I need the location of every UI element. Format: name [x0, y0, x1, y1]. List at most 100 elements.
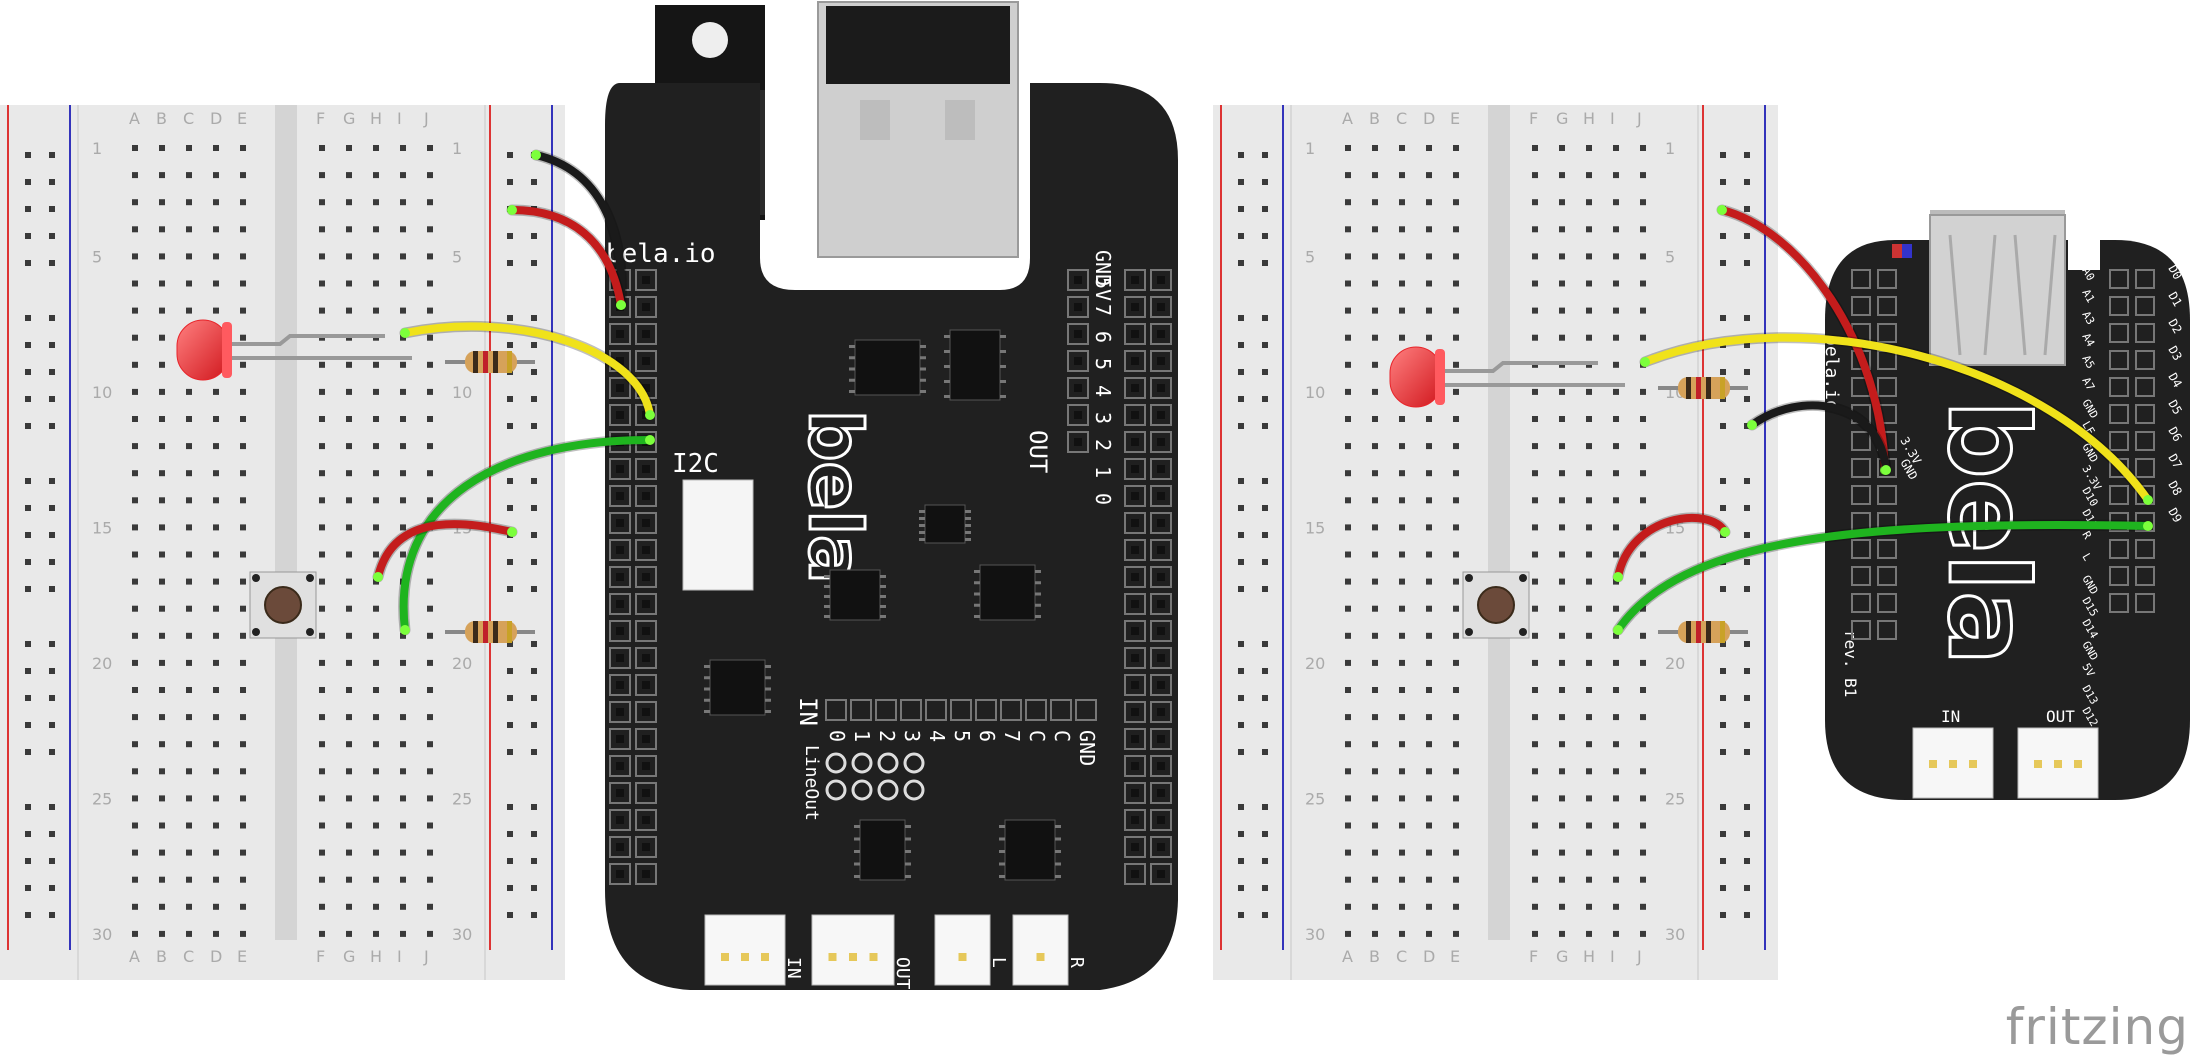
- header-pin: [1124, 431, 1146, 453]
- column-label: F: [1529, 109, 1538, 128]
- header-pin: [2135, 296, 2155, 316]
- column-label: I: [1610, 109, 1615, 128]
- audio-connector-label: OUT: [892, 957, 913, 990]
- row-label: 25: [1305, 789, 1325, 808]
- header-pin: [2135, 350, 2155, 370]
- header-pin: [2135, 431, 2155, 451]
- pin-label: 5V: [1091, 277, 1115, 301]
- lineout-hole: [903, 779, 925, 801]
- row-label: 25: [92, 789, 112, 808]
- header-pin: [1150, 350, 1172, 372]
- header-pin: [609, 539, 631, 561]
- header-pin: [609, 458, 631, 480]
- usb-port: [1929, 214, 2066, 366]
- lineout-hole: [903, 752, 925, 774]
- ic-chip: [949, 329, 1001, 401]
- breadboard-center-channel: [275, 105, 297, 940]
- wire-black: [532, 151, 626, 309]
- bela-mini-rev-label: rev. B1: [1841, 630, 1860, 697]
- pin-label: 3: [900, 730, 924, 742]
- header-pin: [1124, 647, 1146, 669]
- header-pin: [1067, 323, 1089, 345]
- header-pin: [1851, 485, 1871, 505]
- column-label: B: [156, 947, 167, 966]
- header-pin: [1877, 485, 1897, 505]
- pin-label: 6: [1091, 331, 1115, 343]
- bela-chips: [704, 329, 1061, 881]
- header-pin: [1150, 296, 1172, 318]
- breadboard-holes: [1238, 145, 1750, 937]
- header-pin: [635, 863, 657, 885]
- header-pin: [1150, 755, 1172, 777]
- header-pin: [1150, 485, 1172, 507]
- header-pin: [635, 755, 657, 777]
- column-label: B: [1369, 947, 1380, 966]
- header-pin: [1150, 836, 1172, 858]
- column-label: A: [1342, 109, 1353, 128]
- row-label: 20: [1305, 654, 1325, 673]
- row-label: 1: [1305, 139, 1315, 158]
- header-pin: [1124, 836, 1146, 858]
- header-pin: [900, 699, 922, 721]
- column-label: D: [210, 109, 222, 128]
- pin-label: 1: [1091, 466, 1115, 478]
- header-pin: [609, 863, 631, 885]
- header-pin: [1124, 539, 1146, 561]
- header-pin: [1075, 699, 1097, 721]
- pin-label: A0: [2079, 265, 2097, 283]
- column-label: H: [1583, 109, 1595, 128]
- lineout-hole: [877, 752, 899, 774]
- row-label: 25: [452, 789, 472, 808]
- header-pin: [1150, 863, 1172, 885]
- header-pin: [1150, 269, 1172, 291]
- column-label: E: [1450, 109, 1460, 128]
- audio-connector-label: IN: [1941, 707, 1960, 726]
- red-led: [176, 319, 230, 381]
- header-pin: [1124, 485, 1146, 507]
- header-pin: [1124, 296, 1146, 318]
- header-pin: [1150, 728, 1172, 750]
- pin-label: GND: [1091, 250, 1115, 286]
- pin-label: 2: [1091, 439, 1115, 451]
- column-label: J: [1636, 947, 1642, 966]
- i2c-connector: [682, 479, 754, 591]
- header-pin: [1877, 566, 1897, 586]
- header-pin: [1150, 674, 1172, 696]
- header-pin: [635, 566, 657, 588]
- column-label: G: [1556, 947, 1568, 966]
- row-label: 30: [1665, 925, 1685, 944]
- pin-label: C: [1025, 730, 1049, 742]
- wires: [372, 149, 2154, 636]
- pin-label: D5: [2165, 398, 2184, 418]
- header-pin: [609, 620, 631, 642]
- lineout-hole: [825, 752, 847, 774]
- pin-label: 0: [1091, 493, 1115, 505]
- header-pin: [1150, 323, 1172, 345]
- header-pin: [2109, 458, 2129, 478]
- header-pin: [1150, 647, 1172, 669]
- column-label: C: [1396, 109, 1407, 128]
- header-pin: [1124, 323, 1146, 345]
- column-label: D: [210, 947, 222, 966]
- row-label: 30: [1305, 925, 1325, 944]
- header-pin: [950, 699, 972, 721]
- column-label: B: [1369, 109, 1380, 128]
- lineout-label: LineOut: [801, 745, 822, 821]
- header-pin: [635, 458, 657, 480]
- header-pin: [1067, 350, 1089, 372]
- header-pin: [1124, 269, 1146, 291]
- header-pin: [609, 701, 631, 723]
- pin-label: A3: [2079, 309, 2097, 327]
- header-pin: [635, 539, 657, 561]
- column-label: A: [129, 947, 140, 966]
- red-led: [1389, 346, 1443, 408]
- header-pin: [635, 620, 657, 642]
- lineout-hole: [877, 779, 899, 801]
- header-pin: [1150, 782, 1172, 804]
- header-pin: [1124, 863, 1146, 885]
- header-pin: [1124, 566, 1146, 588]
